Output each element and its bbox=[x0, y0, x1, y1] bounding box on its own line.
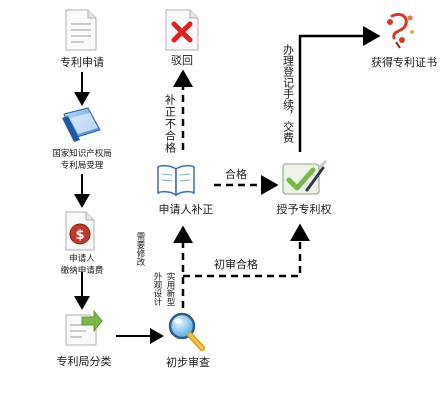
node-fee-label-line2: 缴纳申请费 bbox=[61, 265, 104, 276]
node-fee-label-line1: 申请人 bbox=[69, 253, 95, 264]
edge-design-utility-line1: 实用新型 bbox=[165, 271, 175, 306]
reject-document-icon bbox=[165, 9, 199, 51]
edge-needs-supplement-label: 需要修改 bbox=[135, 232, 145, 267]
edge-design-utility-line2: 外观设计 bbox=[152, 271, 162, 307]
edge-register-label: 办理登记手续，交费 bbox=[282, 44, 295, 144]
classify-document-icon bbox=[65, 309, 103, 346]
magnifier-icon bbox=[168, 312, 205, 351]
node-apply-label: 专利申请 bbox=[60, 55, 104, 69]
fee-document-icon: $ bbox=[65, 211, 95, 251]
document-icon bbox=[65, 9, 97, 51]
open-book-icon bbox=[157, 164, 195, 197]
node-reject-label: 驳回 bbox=[171, 54, 193, 67]
node-grant-label: 授予专利权 bbox=[277, 202, 332, 216]
node-obtain-label: 获得专利证书 bbox=[371, 55, 437, 69]
edge-qualified-label: 合格 bbox=[225, 167, 247, 181]
node-supplement-label: 申请人补正 bbox=[159, 203, 214, 216]
certificate-icon bbox=[387, 12, 414, 49]
node-sipo-label-line2: 专利局受理 bbox=[61, 160, 104, 171]
edge-supplement-fail-label: 补正不合格 bbox=[164, 94, 177, 154]
node-classify-label: 专利局分类 bbox=[57, 354, 112, 368]
node-sipo-label-line1: 国家知识产权局 bbox=[52, 148, 112, 159]
node-prelim-label: 初步审查 bbox=[166, 355, 210, 369]
edge-prelim-pass-label: 初审合格 bbox=[214, 257, 258, 271]
checkmark-pen-icon bbox=[282, 160, 327, 195]
svg-text:$: $ bbox=[75, 228, 84, 243]
arrows bbox=[74, 26, 381, 344]
folder-icon bbox=[62, 107, 101, 142]
